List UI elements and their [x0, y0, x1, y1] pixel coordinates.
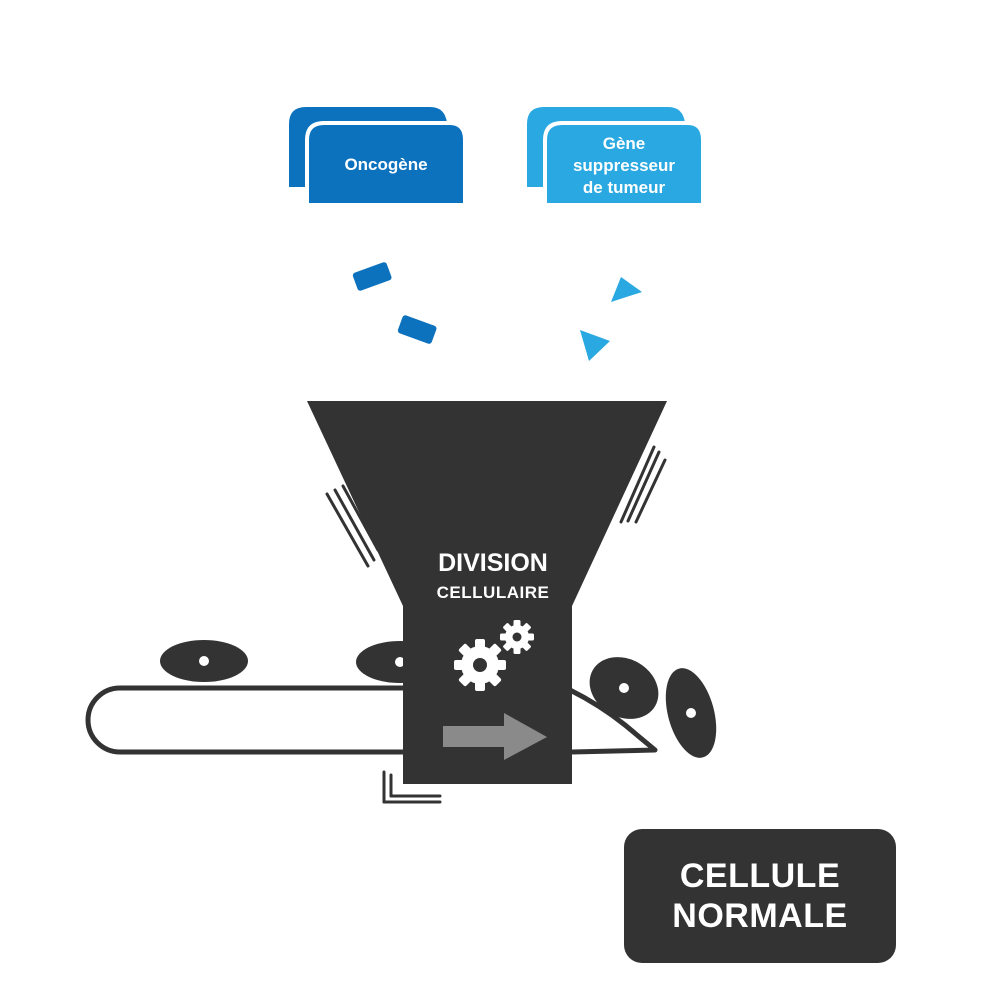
funnel-title: DIVISION [438, 549, 548, 577]
status-line-1: CELLULE [679, 857, 841, 895]
suppressor-fragment [580, 330, 610, 361]
division-funnel: DIVISION CELLULAIRE [307, 401, 667, 784]
status-box: CELLULE NORMALE [624, 829, 896, 963]
suppressor-card: Gène suppresseur de tumeur [527, 107, 705, 207]
suppressor-label-line-3: de tumeur [583, 178, 666, 197]
funnel-subtitle: CELLULAIRE [437, 583, 550, 602]
conveyor-belt-outline [85, 685, 413, 755]
conveyor-belt-exit-ramp [568, 687, 658, 755]
suppressor-fragment [611, 277, 642, 302]
cell [665, 668, 717, 758]
oncogene-fragment [352, 262, 392, 291]
status-line-2: NORMALE [672, 897, 848, 935]
suppressor-label-line-2: suppresseur [573, 156, 675, 175]
cell [160, 640, 248, 682]
conveyor-belt [85, 685, 658, 755]
right-arrow-icon [443, 713, 547, 760]
oncogene-card: Oncogène [289, 107, 467, 207]
gears-icon [454, 620, 534, 691]
oncogene-fragment [397, 315, 437, 344]
oncogene-card-front [305, 121, 467, 207]
suppressor-card-front [543, 121, 705, 207]
funnel-body [307, 401, 667, 784]
suppressor-label-line-1: Gène [603, 134, 646, 153]
vibration-lines [325, 445, 667, 804]
oncogene-label: Oncogène [344, 155, 427, 174]
cell [589, 657, 659, 719]
